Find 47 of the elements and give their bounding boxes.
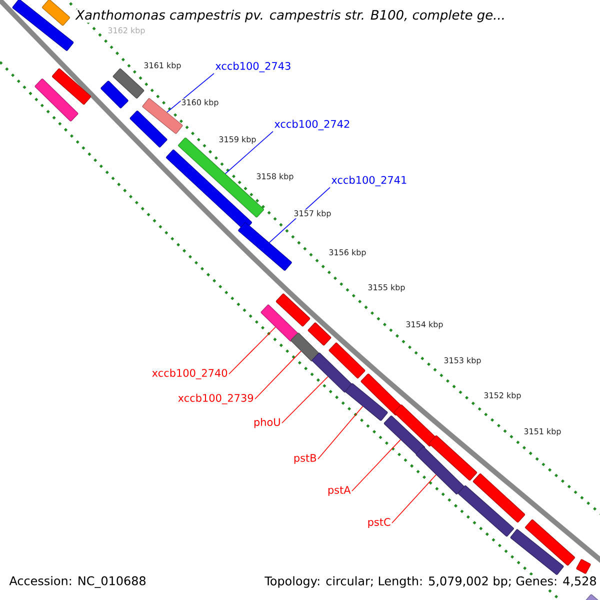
gene-bar [472, 474, 526, 522]
gene-label: phoU [254, 418, 280, 428]
gene-bar [100, 80, 128, 108]
gene-bar [290, 332, 320, 362]
gene-label: pstC [368, 518, 390, 528]
gene-bar [12, 0, 74, 51]
leader-line [282, 376, 328, 424]
gene-bar [360, 374, 404, 416]
leader-line [224, 131, 274, 174]
gene-bar [345, 383, 388, 421]
leader-line [254, 350, 302, 400]
gene-label: xccb100_2740 [152, 368, 228, 380]
gene-bar [394, 404, 438, 446]
gene-bar [328, 342, 366, 378]
gene-bar [238, 222, 292, 271]
leader-line [228, 326, 276, 374]
footer-text: Topology: circular; Length: 5,079,002 bp; Genes: 4,528 [264, 575, 598, 589]
footer-text: Accession: NC_010688 [8, 575, 148, 589]
gene-bar [42, 0, 70, 26]
title: Xanthomonas campestris pv. campestris str. B100, complete ge... [75, 9, 506, 23]
gene-bar [576, 559, 591, 574]
gene-bar [384, 416, 426, 456]
gene-bar [308, 322, 332, 346]
gene-bar [34, 78, 78, 122]
gene-label: pstB [294, 454, 316, 464]
leader-line [392, 474, 436, 524]
gene-bar [584, 594, 600, 600]
leader-line [166, 73, 214, 113]
gene-label: xccb100_2739 [178, 394, 254, 404]
gene-bar [525, 519, 575, 566]
gene-bar [142, 98, 183, 134]
gene-bar [416, 446, 464, 494]
gene-bar [312, 352, 352, 392]
leader-line [352, 439, 401, 492]
gene-bar [112, 68, 144, 98]
gene-bar [510, 529, 564, 575]
gene-label: pstA [328, 486, 351, 496]
gene-bar [260, 304, 298, 342]
gene-bar [458, 485, 514, 537]
gene-label: xccb100_2743 [216, 62, 290, 72]
leader-line [318, 406, 364, 460]
gene-bar [52, 68, 91, 105]
gene-bar [130, 110, 168, 148]
gene-label: xccb100_2741 [332, 176, 406, 186]
gene-label: xccb100_2742 [274, 120, 350, 130]
gene-bar [428, 435, 478, 481]
gene-bar [276, 294, 310, 326]
